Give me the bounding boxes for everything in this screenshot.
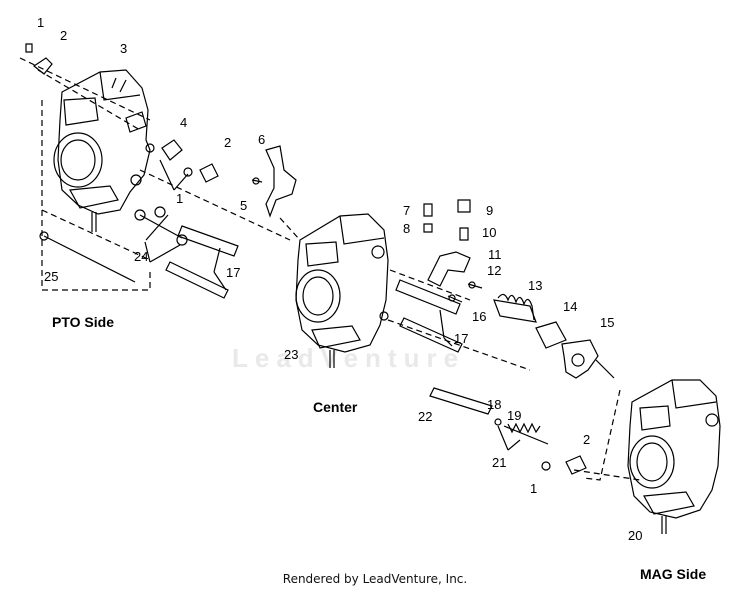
callout-8: 8 [403, 221, 411, 236]
callout-23: 23 [284, 347, 299, 362]
callout-24: 24 [134, 249, 149, 264]
callout-9: 9 [486, 203, 494, 218]
callout-3: 3 [120, 41, 128, 56]
callout-2: 2 [60, 28, 68, 43]
callout-1: 1 [37, 15, 45, 30]
callout-5: 5 [240, 198, 248, 213]
carburetor-pto [53, 69, 151, 232]
callout-10: 10 [482, 225, 497, 240]
callout-14: 14 [563, 299, 578, 314]
callout-16: 16 [472, 309, 487, 324]
callout-25: 25 [44, 269, 59, 284]
label-center: Center [313, 399, 358, 415]
label-pto-side: PTO Side [52, 314, 114, 330]
carburetor-center [295, 213, 389, 368]
carburetor-mag [627, 379, 721, 534]
callout-18: 18 [487, 397, 502, 412]
callout-20: 20 [628, 528, 643, 543]
callout-17: 17 [226, 265, 241, 280]
callout-7: 7 [403, 203, 411, 218]
callout-13: 13 [528, 278, 543, 293]
callout-2: 2 [583, 432, 591, 447]
callout-4: 4 [180, 115, 188, 130]
callout-2: 2 [224, 135, 232, 150]
callout-22: 22 [418, 409, 433, 424]
label-mag-side: MAG Side [640, 566, 707, 582]
callout-11: 11 [488, 247, 502, 262]
callout-21: 21 [492, 455, 507, 470]
callout-15: 15 [600, 315, 615, 330]
callout-1: 1 [176, 191, 184, 206]
callout-6: 6 [258, 132, 266, 147]
watermark: LeadVenture [232, 343, 466, 373]
callout-19: 19 [507, 408, 522, 423]
callout-17: 17 [454, 331, 469, 346]
callout-12: 12 [487, 263, 502, 278]
callout-1: 1 [530, 481, 538, 496]
footer-credit: Rendered by LeadVenture, Inc. [282, 572, 468, 586]
